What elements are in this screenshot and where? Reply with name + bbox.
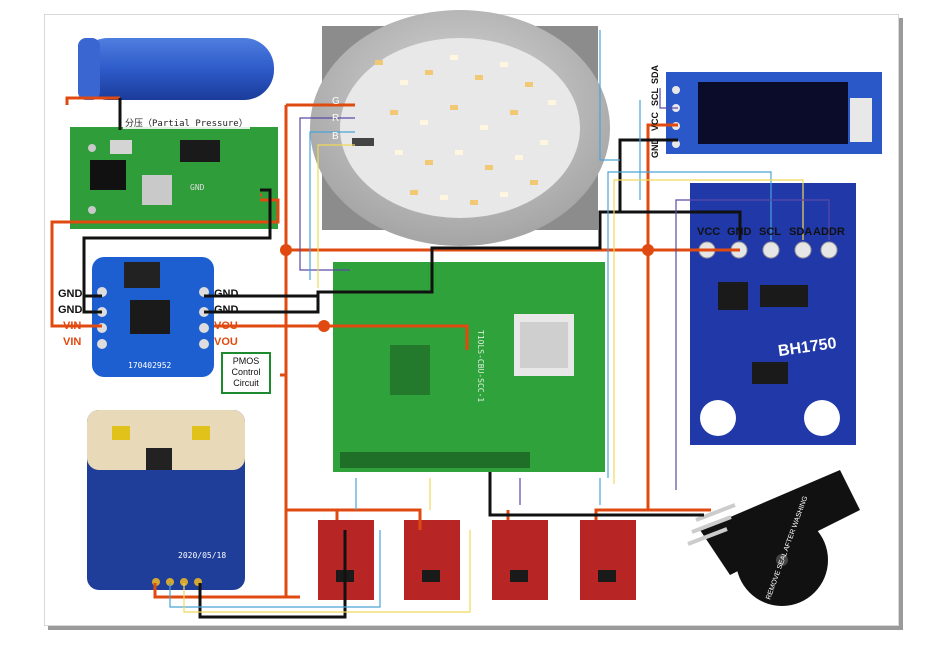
radar-module bbox=[87, 410, 245, 590]
charger-board: GND bbox=[70, 127, 278, 229]
power-wires bbox=[50, 96, 740, 599]
oled-pin-vcc: VCC bbox=[650, 111, 660, 131]
oled-pin-labels: GND VCC SCL SDA bbox=[650, 64, 660, 158]
signal-wires bbox=[169, 30, 830, 613]
bh1750-pin-addr: ADDR bbox=[813, 226, 845, 238]
label-vou-2: VOU bbox=[214, 336, 238, 348]
power-junction-right bbox=[642, 244, 654, 256]
label-gnd-left-2: GND bbox=[58, 304, 83, 316]
label-gnd-right-1: GND bbox=[214, 288, 239, 300]
battery bbox=[78, 38, 274, 100]
oled-pin-gnd: GND bbox=[650, 138, 660, 159]
battery-note: 分压（Partial Pressure） bbox=[123, 116, 250, 129]
controller-board: T1OLS-CBU-SCC-1 bbox=[333, 262, 605, 472]
led-label-r: R bbox=[332, 113, 339, 124]
svg-text:T1OLS-CBU-SCC-1: T1OLS-CBU-SCC-1 bbox=[476, 330, 485, 402]
label-gnd-left-1: GND bbox=[58, 288, 83, 300]
label-vin-2: VIN bbox=[63, 336, 82, 348]
bh1750-pin-sda: SDA bbox=[789, 226, 812, 238]
label-gnd-right-2: GND bbox=[214, 304, 239, 316]
buzzer-module bbox=[687, 470, 860, 606]
power-junction-left bbox=[280, 244, 292, 256]
led-panel bbox=[310, 10, 610, 246]
radar-board-text: 2020/05/18 bbox=[178, 551, 226, 560]
touch-sensor-4 bbox=[580, 520, 636, 600]
bh1750-pin-scl: SCL bbox=[759, 226, 781, 238]
power-junction-mid bbox=[318, 320, 330, 332]
oled-module bbox=[666, 72, 882, 154]
led-array bbox=[375, 55, 556, 205]
pmos-line-3: Circuit bbox=[233, 378, 259, 388]
touch-sensor-3 bbox=[492, 520, 548, 600]
touch-sensor-2 bbox=[404, 520, 460, 600]
svg-text:GND: GND bbox=[190, 183, 205, 192]
ground-wires bbox=[82, 98, 742, 619]
pmos-line-2: Control bbox=[231, 367, 261, 377]
pmos-control-circuit: PMOS Control Circuit bbox=[221, 352, 271, 394]
led-label-b: B bbox=[332, 131, 339, 142]
led-label-g: G bbox=[332, 96, 340, 107]
oled-pin-sda: SDA bbox=[650, 64, 660, 84]
label-vou-1: VOU bbox=[214, 320, 238, 332]
pmos-line-1: PMOS bbox=[232, 356, 260, 366]
oled-pin-scl: SCL bbox=[650, 87, 660, 106]
label-vin-1: VIN bbox=[63, 320, 82, 332]
boost-board-text: 170402952 bbox=[128, 361, 172, 370]
bh1750-pin-gnd: GND bbox=[727, 226, 752, 238]
led-panel-labels: G R B bbox=[332, 96, 340, 142]
bh1750-pin-vcc: VCC bbox=[697, 226, 720, 238]
boost-module bbox=[92, 257, 214, 377]
bh1750-module bbox=[690, 183, 856, 445]
